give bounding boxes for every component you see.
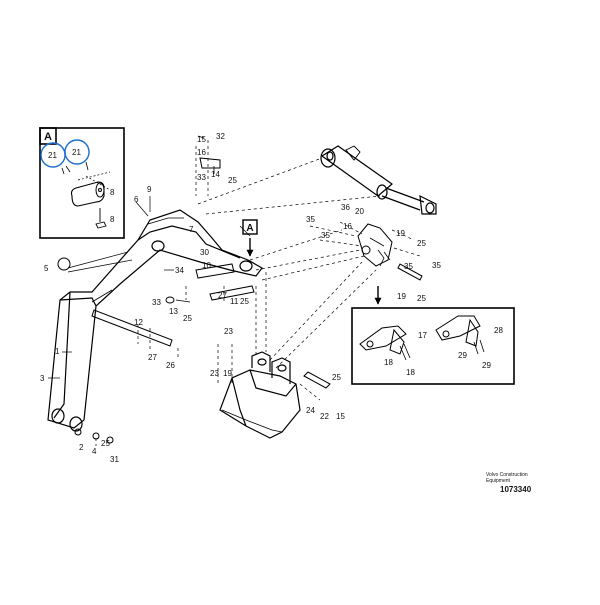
callout-21b: 21 — [72, 148, 81, 157]
boom — [47, 209, 263, 432]
callout-29b: 29 — [482, 361, 491, 370]
callout-27a: 27 — [148, 353, 157, 362]
callout-15a: 15 — [197, 135, 206, 144]
grease-fitting-5 — [57, 257, 71, 271]
pin-19 — [397, 263, 423, 281]
callout-25f: 25 — [417, 239, 426, 248]
callout-11: 11 — [230, 297, 239, 306]
callout-33b: 33 — [152, 298, 161, 307]
callout-33a: 33 — [197, 173, 206, 182]
callout-19c: 19 — [223, 369, 232, 378]
link-detail-box — [351, 307, 515, 385]
inset-a-label: A — [44, 131, 52, 143]
callout-5: 5 — [44, 264, 49, 273]
inset-a-frame — [39, 127, 125, 239]
callout-35c: 35 — [404, 262, 413, 271]
callout-17: 17 — [418, 331, 427, 340]
inset-pin-bushing — [70, 181, 105, 207]
callout-31: 31 — [110, 455, 119, 464]
brand-line-2: Equipment — [486, 478, 510, 484]
callout-10: 10 — [202, 261, 211, 270]
callout-25e: 25 — [332, 373, 341, 382]
callout-16: 16 — [197, 148, 206, 157]
callout-25c: 25 — [183, 314, 192, 323]
pin-10 — [209, 285, 255, 301]
callout-3: 3 — [40, 374, 45, 383]
callout-34: 34 — [175, 266, 184, 275]
alignment-lines — [95, 140, 421, 446]
callout-25d: 25 — [101, 439, 110, 448]
linkage-assembly — [357, 223, 393, 267]
callout-36: 36 — [341, 203, 350, 212]
callout-27b: 27 — [218, 291, 227, 300]
view-a-label: A — [246, 223, 253, 234]
callout-21a: 21 — [48, 151, 57, 160]
callout-28: 28 — [494, 326, 503, 335]
callout-25g: 25 — [417, 294, 426, 303]
brand-line-1: Volvo Construction — [486, 472, 528, 478]
callout-26: 26 — [166, 361, 175, 370]
brand-text: Volvo Construction Equipment — [486, 472, 566, 484]
callout-19a: 19 — [396, 229, 405, 238]
view-arrows — [246, 238, 382, 305]
pins-and-rods — [57, 157, 423, 444]
callout-18a: 18 — [384, 358, 393, 367]
callout-numbers: 21 21 8 8 5 1 3 2 4 25 31 9 6 12 27 26 3… — [40, 132, 503, 464]
callout-8b: 8 — [110, 215, 115, 224]
long-pin — [91, 309, 173, 347]
callout-32: 32 — [216, 132, 225, 141]
callout-29a: 29 — [458, 351, 467, 360]
callout-14: 14 — [211, 170, 220, 179]
view-a-label-box — [242, 219, 258, 235]
bucket — [219, 351, 301, 439]
callout-8a: 8 — [110, 188, 115, 197]
callout-7: 7 — [189, 225, 194, 234]
callout-2: 2 — [79, 443, 84, 452]
callout-22: 22 — [320, 412, 329, 421]
callout-19b: 19 — [397, 292, 406, 301]
pin-24 — [303, 371, 331, 389]
callout-4: 4 — [92, 447, 97, 456]
inset-a-detail — [39, 127, 125, 239]
callout-35d: 35 — [432, 261, 441, 270]
callout-15b: 15 — [336, 412, 345, 421]
callout-35b: 35 — [321, 231, 330, 240]
callout-13: 13 — [169, 307, 178, 316]
callout-25b: 25 — [240, 297, 249, 306]
pin-30 — [195, 263, 235, 279]
callout-1: 1 — [55, 347, 60, 356]
callout-25a: 25 — [228, 176, 237, 185]
callout-12: 12 — [134, 318, 143, 327]
callout-24: 24 — [306, 406, 315, 415]
hydraulic-cylinder — [320, 145, 437, 215]
callout-30: 30 — [200, 248, 209, 257]
callout-20: 20 — [355, 207, 364, 216]
callout-35a: 35 — [306, 215, 315, 224]
document-number: 1073340 — [500, 485, 532, 494]
callout-23a: 23 — [224, 327, 233, 336]
callout-18b: 18 — [406, 368, 415, 377]
highlight-circle-right — [64, 139, 90, 165]
callout-16b: 16 — [343, 222, 352, 231]
bushing-16 — [199, 157, 221, 169]
callout-6: 6 — [134, 195, 139, 204]
callout-9: 9 — [147, 185, 152, 194]
callout-23b: 23 — [210, 369, 219, 378]
